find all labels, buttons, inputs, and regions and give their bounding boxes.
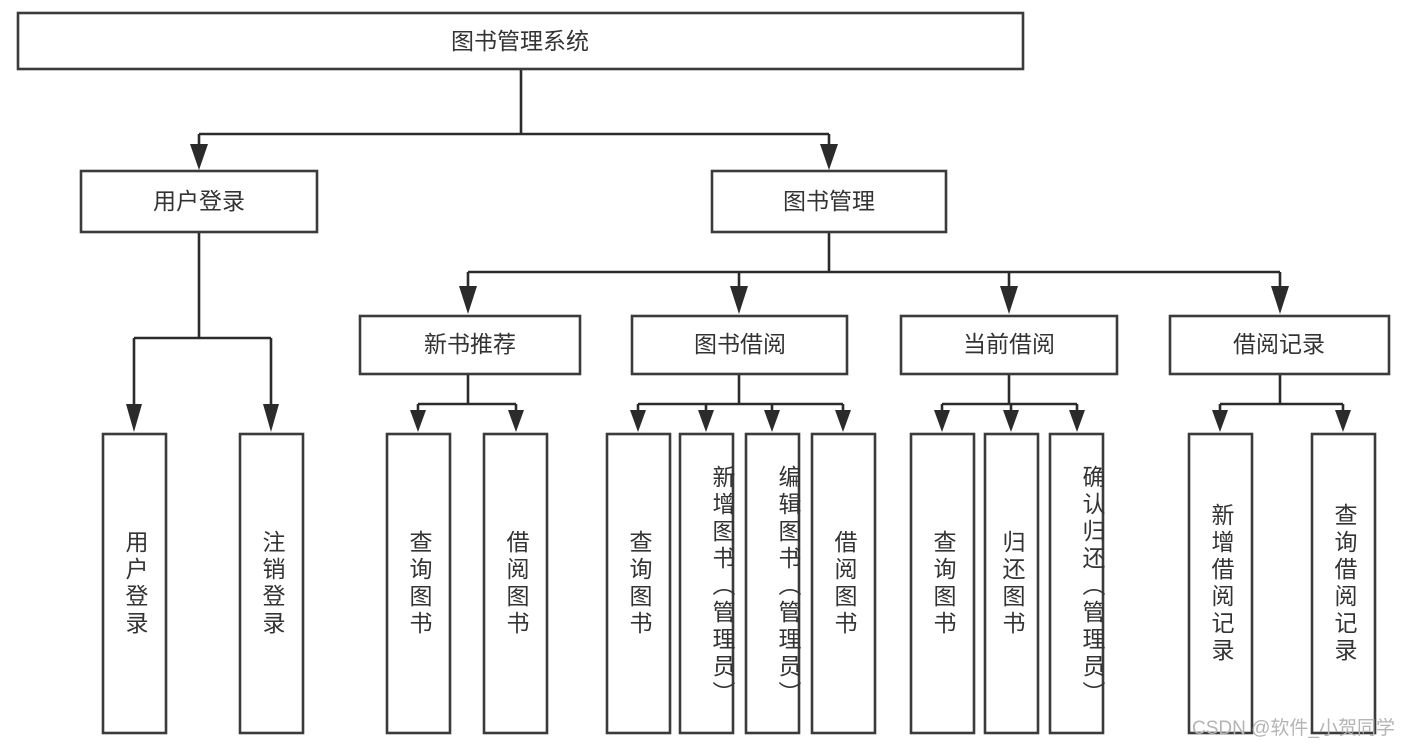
node-box-leaf[interactable] (238, 432, 305, 735)
node-box-leaf[interactable] (909, 432, 976, 735)
arrow-head-icon (190, 144, 208, 170)
node-box-book-management[interactable] (710, 169, 948, 234)
node-borrow-record[interactable]: 借阅记录 (1168, 314, 1391, 376)
node-box-new-book-recommend[interactable] (358, 314, 582, 376)
csdn-watermark: CSDN @软件_小贺同学 (1192, 718, 1395, 739)
arrow-head-icon (1335, 410, 1351, 432)
node-box-leaf[interactable] (482, 432, 549, 735)
arrow-head-icon (630, 410, 646, 432)
arrow-head-icon (1000, 286, 1018, 314)
arrow-head-icon (459, 286, 477, 314)
node-box-root[interactable] (16, 11, 1025, 71)
node-label-new-book-recommend: 新书推荐 (424, 331, 516, 357)
connector-group-new-book (410, 374, 524, 432)
node-box-leaf[interactable] (1187, 432, 1254, 735)
arrow-head-icon (820, 144, 838, 170)
arrow-head-icon (1212, 410, 1228, 432)
arrow-head-icon (126, 404, 142, 432)
connector-group-root (190, 69, 838, 170)
node-new-book-recommend[interactable]: 新书推荐 (358, 314, 582, 376)
node-label-current-borrow: 当前借阅 (963, 331, 1055, 357)
node-root-system[interactable]: 图书管理系统 (16, 11, 1025, 71)
node-box-leaf[interactable] (605, 432, 672, 735)
node-box-leaf[interactable] (744, 432, 801, 735)
arrow-head-icon (263, 404, 279, 432)
node-label-book-borrow: 图书借阅 (694, 331, 786, 357)
arrow-head-icon (730, 286, 748, 314)
arrow-head-icon (1003, 410, 1019, 432)
arrow-head-icon (764, 410, 780, 432)
arrow-head-icon (1069, 410, 1085, 432)
node-book-borrow[interactable]: 图书借阅 (630, 314, 849, 376)
node-box-borrow-record[interactable] (1168, 314, 1391, 376)
node-book-management[interactable]: 图书管理 (710, 169, 948, 234)
node-box-leaf[interactable] (1048, 432, 1105, 735)
node-box-current-borrow[interactable] (899, 314, 1119, 376)
node-box-leaf[interactable] (385, 432, 452, 735)
node-box-leaf[interactable] (1310, 432, 1377, 735)
node-box-book-borrow[interactable] (630, 314, 849, 376)
connector-group-borrow (630, 374, 851, 432)
node-box-user-login[interactable] (79, 169, 319, 234)
connector-group-current-borrow (934, 374, 1085, 432)
node-box-leaf[interactable] (983, 432, 1040, 735)
node-label-root: 图书管理系统 (451, 28, 589, 54)
arrow-head-icon (934, 410, 950, 432)
arrow-head-icon (1271, 286, 1289, 314)
connector-group-borrow-record (1212, 374, 1351, 432)
arrow-head-icon (410, 410, 426, 432)
node-label-book-management: 图书管理 (783, 188, 875, 214)
node-box-leaf[interactable] (810, 432, 877, 735)
leaf-box-group (101, 432, 1377, 735)
node-user-login[interactable]: 用户登录 (79, 169, 319, 234)
connector-group-book-management (459, 232, 1289, 314)
node-box-leaf[interactable] (101, 432, 168, 735)
connector-group-user-login (126, 232, 279, 432)
node-label-borrow-record: 借阅记录 (1233, 331, 1325, 357)
arrow-head-icon (835, 410, 851, 432)
arrow-head-icon (508, 410, 524, 432)
node-current-borrow[interactable]: 当前借阅 (899, 314, 1119, 376)
arrow-head-icon (698, 410, 714, 432)
node-label-user-login: 用户登录 (153, 188, 245, 214)
node-box-leaf[interactable] (678, 432, 735, 735)
